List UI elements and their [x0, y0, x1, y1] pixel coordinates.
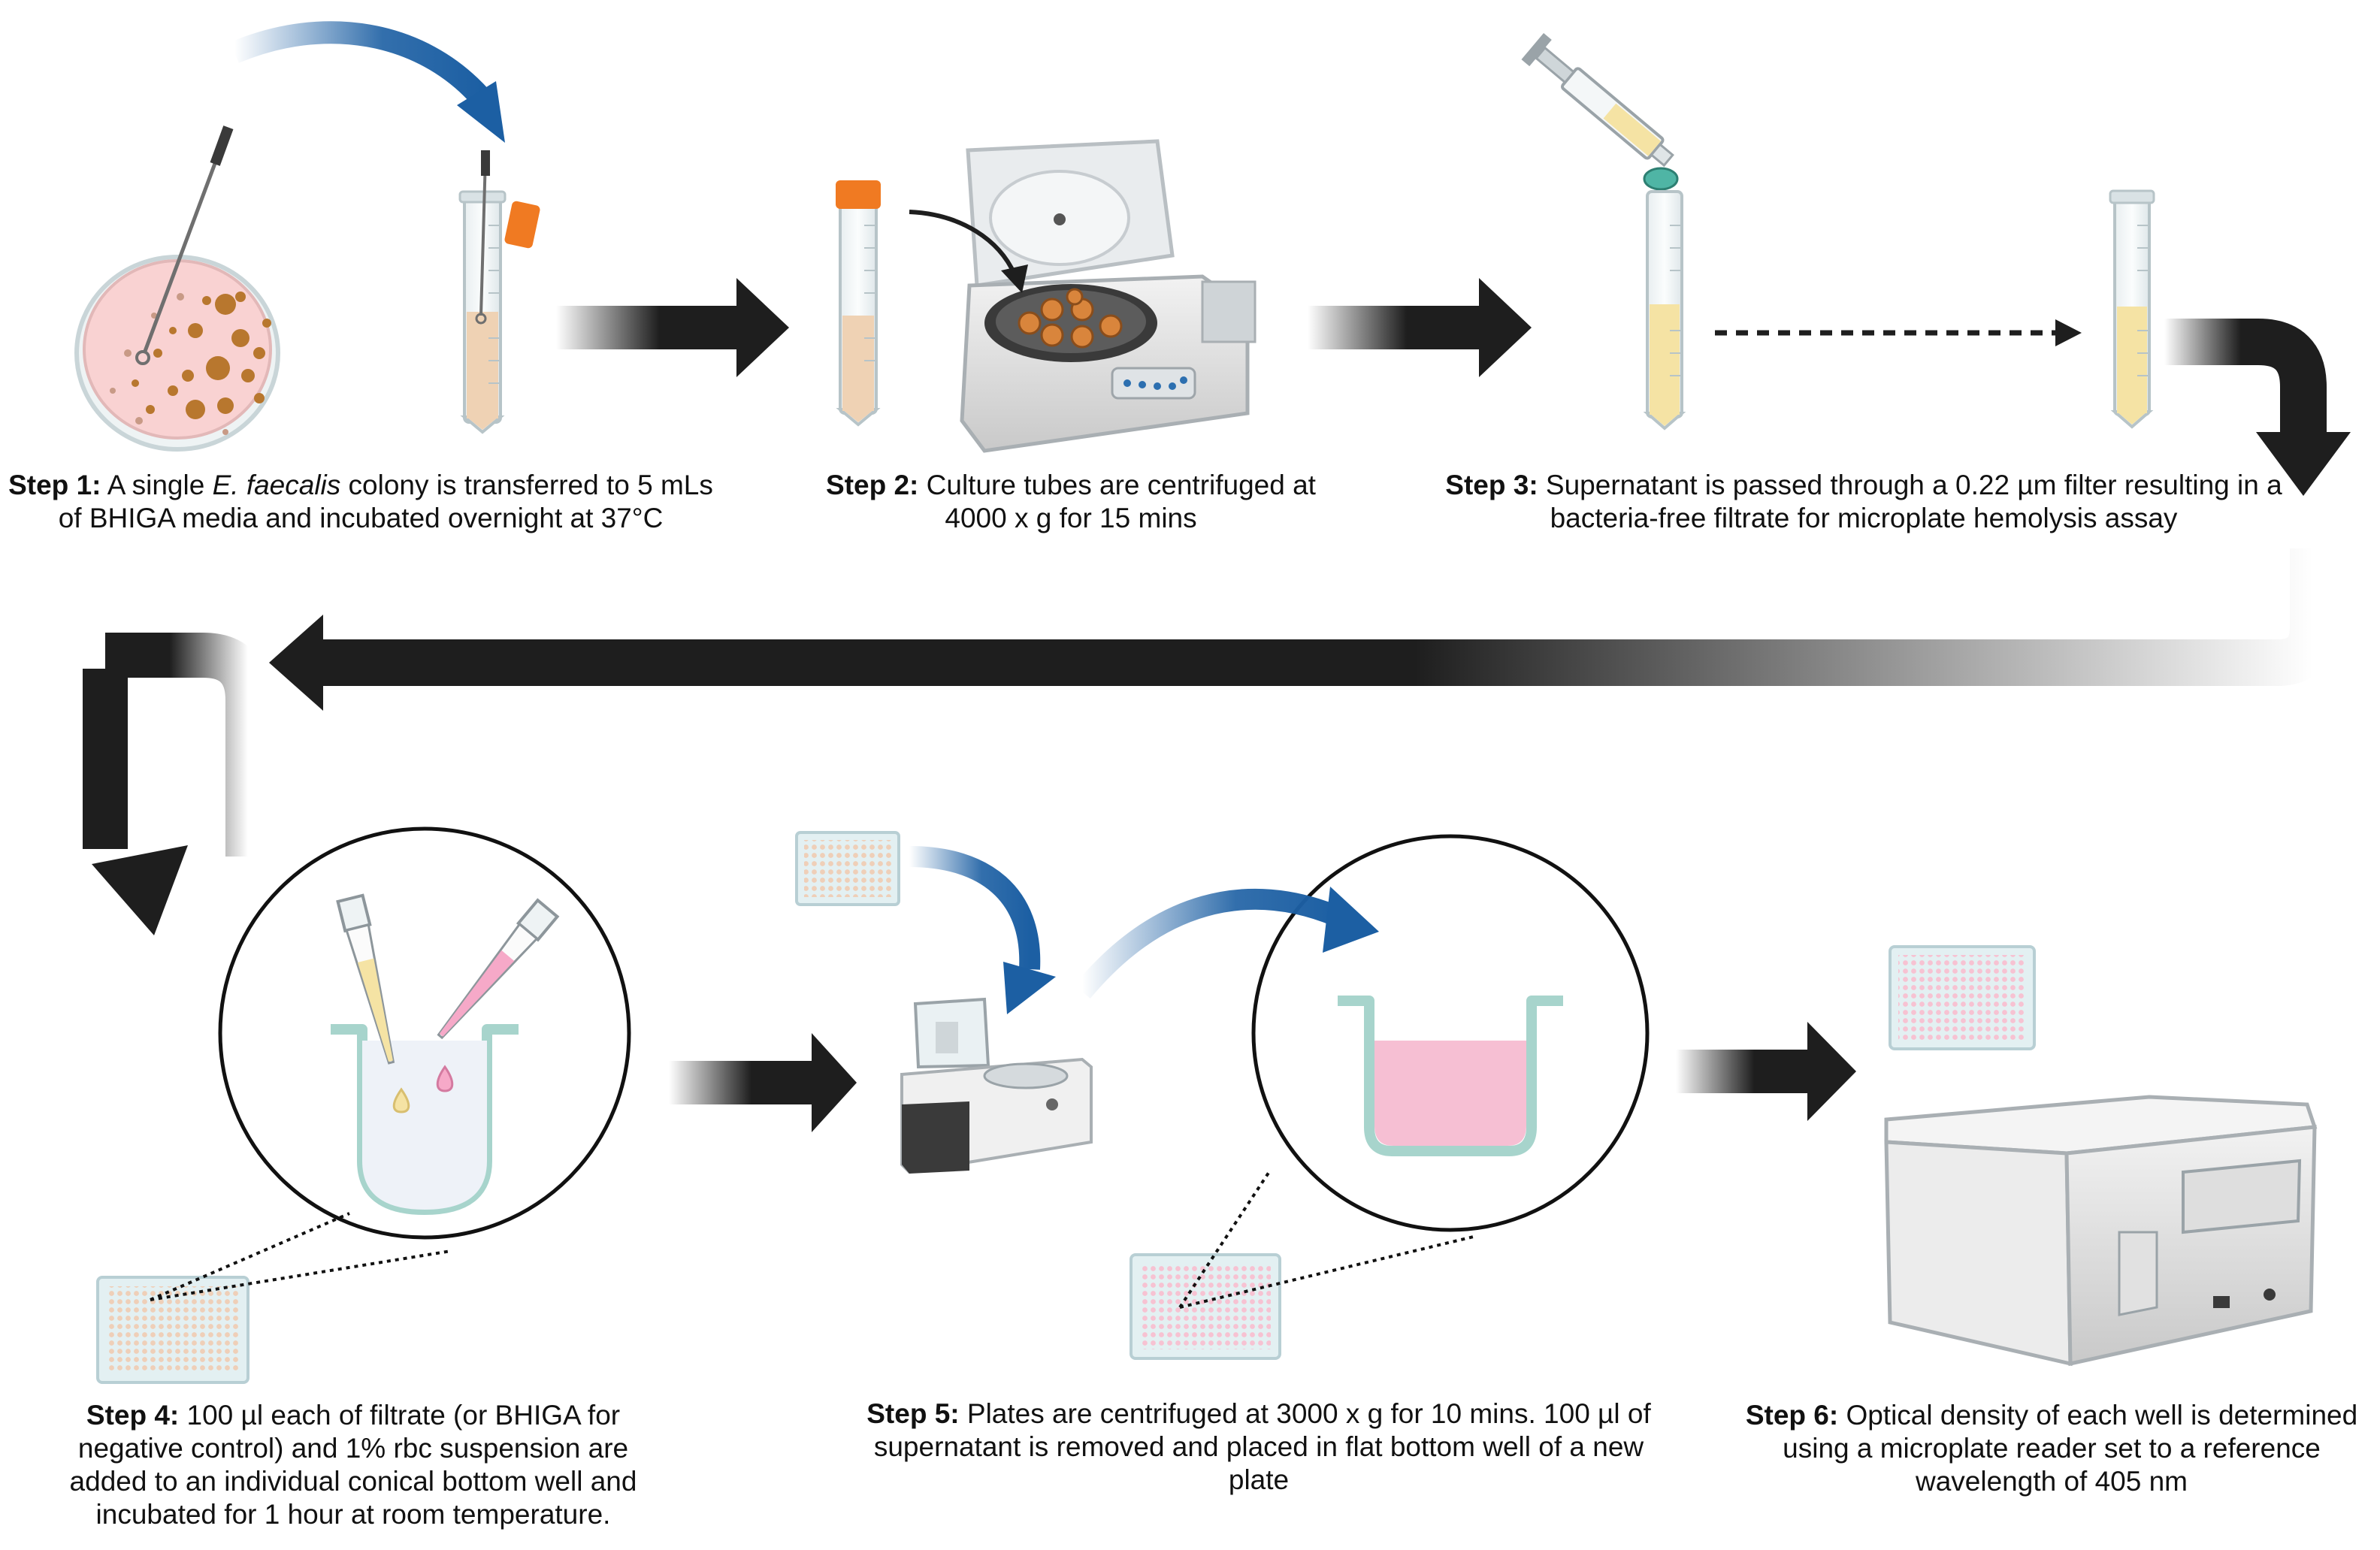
return-arrow	[269, 548, 2336, 711]
connector-right-bend	[2164, 319, 2351, 496]
petri-dish-icon	[74, 255, 280, 452]
microplate-icon	[1889, 945, 2036, 1050]
zoom-line	[1179, 1234, 1477, 1309]
step-label: Step 3:	[1445, 470, 1538, 500]
filtrate-tube-icon	[2109, 189, 2155, 429]
step-label: Step 4:	[86, 1400, 180, 1431]
zoom-line	[1178, 1169, 1272, 1309]
blue-curved-arrow-2	[909, 846, 1056, 1014]
dashed-arrow	[1715, 319, 2082, 346]
culture-tube-icon	[836, 180, 881, 427]
connector-left-bend	[83, 633, 271, 935]
pipette-icon	[336, 893, 560, 1065]
microplate-icon	[795, 831, 900, 906]
black-curved-arrow	[909, 210, 1028, 293]
plate-centrifuge-icon	[900, 997, 1093, 1174]
step3-caption: Step 3: Supernatant is passed through a …	[1445, 470, 2282, 533]
arrow-step2-to-step3	[1308, 278, 1532, 377]
conical-well-icon	[218, 826, 631, 1240]
step-label: Step 6:	[1745, 1400, 1839, 1431]
step2-caption: Step 2: Culture tubes are centrifuged at…	[826, 470, 1316, 533]
step4-caption: Step 4: 100 µl each of filtrate (or BHIG…	[69, 1400, 637, 1530]
filtrate-tube-icon	[1643, 190, 1686, 431]
step-label: Step 5:	[866, 1398, 960, 1429]
arrow-step1-to-step2	[556, 278, 789, 377]
step6-caption: Step 6: Optical density of each well is …	[1745, 1400, 2358, 1497]
blue-curved-arrow-3	[1074, 887, 1379, 999]
step1-caption: Step 1: A single E. faecalis colony is t…	[8, 470, 713, 533]
zoom-line	[150, 1249, 452, 1301]
arrow-step5-to-step6	[1676, 1022, 1856, 1121]
step5-caption: Step 5: Plates are centrifuged at 3000 x…	[866, 1398, 1651, 1495]
zoom-line	[150, 1212, 350, 1301]
microplate-icon	[96, 1276, 249, 1384]
centrifuge-icon	[960, 139, 1257, 453]
microplate-icon	[1130, 1253, 1281, 1360]
syringe-filter-icon	[1521, 32, 1679, 191]
arrow-step4-to-step5	[669, 1033, 857, 1132]
step-label: Step 1:	[8, 470, 101, 500]
flat-well-icon	[1251, 834, 1650, 1232]
blue-curved-arrow-1	[230, 21, 505, 143]
inoculating-loop-icon	[135, 125, 234, 365]
step-label: Step 2:	[826, 470, 919, 500]
culture-tube-icon	[458, 150, 540, 434]
microplate-reader-icon	[1884, 1095, 2318, 1367]
